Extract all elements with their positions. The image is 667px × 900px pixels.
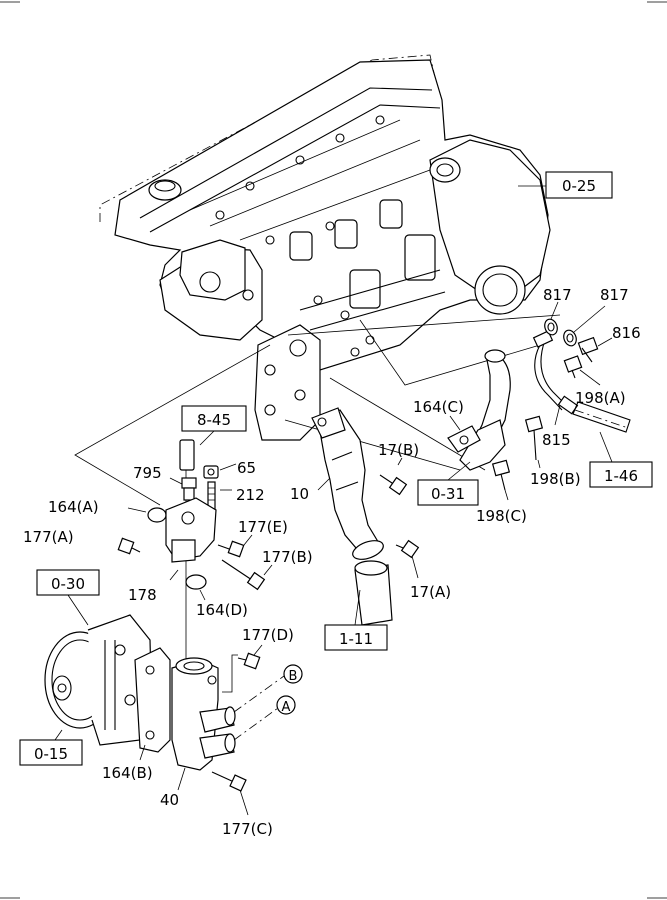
part-label: 177(C) bbox=[222, 820, 273, 838]
connector-a[interactable]: A bbox=[233, 695, 296, 741]
part-label: 817 bbox=[600, 286, 629, 304]
part-label: 177(B) bbox=[262, 548, 313, 566]
ref-label: 0-15 bbox=[34, 745, 68, 763]
ref-0-25[interactable]: 0-25 bbox=[518, 171, 613, 199]
part-label: 164(C) bbox=[413, 398, 464, 416]
part-label: 65 bbox=[237, 459, 256, 477]
gasket-817-b[interactable]: 817 bbox=[562, 286, 629, 348]
bolt-177e[interactable]: 177(E) bbox=[217, 518, 288, 558]
stud-212[interactable]: 212 bbox=[207, 481, 265, 513]
water-inlet-pipe-icon[interactable]: 10 bbox=[290, 407, 386, 563]
sensor-795[interactable]: 795 bbox=[133, 464, 197, 501]
part-label: 816 bbox=[612, 324, 641, 342]
thermostat-housing-icon[interactable]: 178 bbox=[128, 497, 217, 604]
oil-pipe-icon bbox=[532, 330, 631, 433]
part-label: 817 bbox=[543, 286, 572, 304]
bypass-pipe-icon bbox=[459, 349, 511, 471]
gasket-164b[interactable]: 164(B) bbox=[102, 647, 171, 782]
ref-0-30[interactable]: 0-30 bbox=[36, 569, 100, 626]
part-label: 178 bbox=[128, 586, 157, 604]
thermostat-case-icon[interactable]: 40 bbox=[160, 657, 236, 809]
part-label: 212 bbox=[236, 486, 265, 504]
part-label: 10 bbox=[290, 485, 309, 503]
gasket-817-a[interactable]: 817 bbox=[543, 286, 572, 337]
part-label: 17(A) bbox=[410, 583, 451, 601]
part-label: 198(A) bbox=[575, 389, 626, 407]
alignment-lines bbox=[74, 314, 561, 665]
ref-label: 0-30 bbox=[51, 575, 85, 593]
hose-1-11[interactable]: 1-11 bbox=[324, 560, 393, 651]
part-label: 198(B) bbox=[530, 470, 581, 488]
connector-b[interactable]: B bbox=[233, 664, 303, 713]
part-label: 177(E) bbox=[238, 518, 288, 536]
engine-block-icon bbox=[99, 54, 551, 441]
bolt-17b[interactable]: 17(B) bbox=[378, 441, 419, 496]
bolt-177b[interactable]: 177(B) bbox=[221, 548, 313, 591]
ref-8-45[interactable]: 8-45 bbox=[181, 405, 247, 446]
bracket-link bbox=[222, 654, 238, 693]
part-label: 40 bbox=[160, 791, 179, 809]
ref-1-46[interactable]: 1-46 bbox=[589, 431, 653, 488]
connector-label: A bbox=[282, 700, 291, 715]
o-ring-164d[interactable]: 164(D) bbox=[185, 574, 248, 619]
gasket-164c[interactable]: 164(C) bbox=[413, 398, 481, 453]
ref-label: 1-46 bbox=[604, 467, 638, 485]
ref-label: 8-45 bbox=[197, 411, 231, 429]
o-ring-164a[interactable]: 164(A) bbox=[48, 498, 167, 523]
part-label: 17(B) bbox=[378, 441, 419, 459]
ref-label: 0-31 bbox=[431, 485, 465, 503]
bolt-816[interactable]: 816 bbox=[577, 324, 641, 363]
part-label: 198(C) bbox=[476, 507, 527, 525]
water-pump-icon[interactable] bbox=[44, 614, 153, 746]
sensor-icon bbox=[179, 439, 195, 471]
bolt-177a[interactable]: 177(A) bbox=[23, 528, 141, 555]
bolt-177c[interactable]: 177(C) bbox=[211, 771, 273, 838]
connector-label: B bbox=[289, 669, 298, 684]
bolt-198b[interactable]: 198(B) bbox=[524, 415, 581, 488]
part-label: 795 bbox=[133, 464, 162, 482]
ref-label: 1-11 bbox=[339, 630, 373, 648]
part-label: 164(B) bbox=[102, 764, 153, 782]
ref-0-31[interactable]: 0-31 bbox=[417, 461, 479, 506]
part-label: 177(D) bbox=[242, 626, 294, 644]
bolt-177d[interactable]: 177(D) bbox=[237, 626, 294, 670]
bolt-17a[interactable]: 17(A) bbox=[395, 539, 451, 601]
part-label: 815 bbox=[542, 431, 571, 449]
part-label: 164(A) bbox=[48, 498, 99, 516]
ref-label: 0-25 bbox=[562, 177, 596, 195]
bolt-198c[interactable]: 198(C) bbox=[476, 459, 527, 525]
nut-65[interactable]: 65 bbox=[203, 459, 256, 479]
part-label: 177(A) bbox=[23, 528, 74, 546]
injector-bosses bbox=[289, 199, 436, 309]
part-label: 164(D) bbox=[196, 601, 248, 619]
label-815: 815 bbox=[542, 404, 571, 449]
bolt-198a[interactable]: 198(A) bbox=[563, 355, 626, 407]
ref-0-15[interactable]: 0-15 bbox=[19, 729, 83, 766]
